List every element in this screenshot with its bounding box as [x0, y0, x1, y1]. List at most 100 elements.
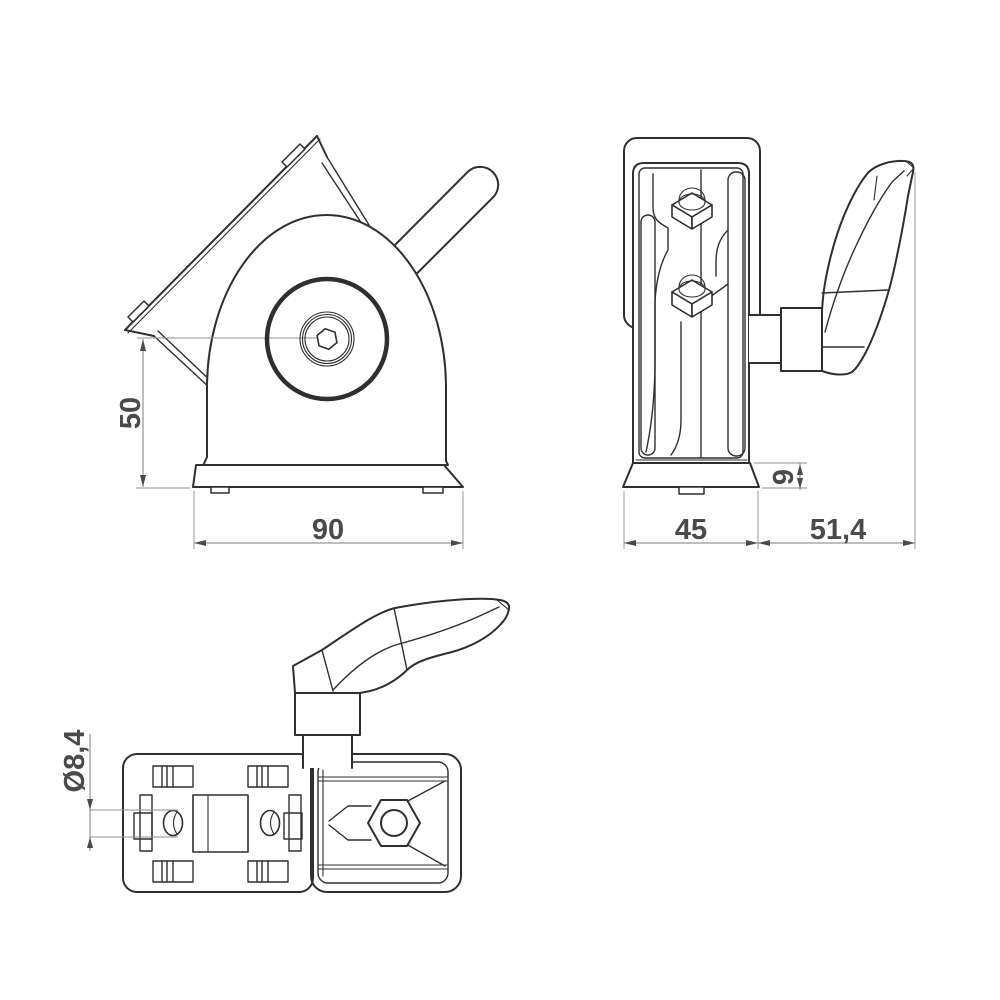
pennant-top-left: [328, 805, 372, 822]
lever-tip-bevel: [906, 162, 915, 177]
plate-upper-return-inner: [321, 162, 365, 228]
base-plate-bottom: [122, 753, 314, 893]
plate-tab-upper: [281, 143, 306, 168]
lever-shaft-side: [749, 315, 781, 363]
lever-handle-side: [821, 159, 915, 376]
pennant-bottom-left: [328, 824, 372, 841]
lever-tip-facet: [873, 175, 878, 201]
plate-tab-lower: [127, 300, 150, 323]
dimension-45: 45: [623, 491, 759, 549]
arrow-left: [194, 540, 206, 546]
base-front: [192, 464, 464, 488]
slot-group-bottom-left: [152, 860, 194, 883]
edge-tab-left-tall: [139, 794, 153, 852]
lever-handle-front: [380, 165, 500, 285]
contour-mid-lower: [670, 321, 682, 456]
nut-boss-base: [678, 193, 706, 211]
contour-left: [645, 173, 669, 453]
center-square: [192, 794, 249, 853]
base-plate-details: [133, 765, 303, 883]
bolt-ring-3: [304, 316, 350, 362]
body-bottom-details: [317, 761, 449, 884]
inner-outline: [317, 761, 449, 884]
lever-shaft-bottom: [303, 735, 352, 768]
dimension-90: 90: [193, 491, 464, 549]
bolt-ring-1: [299, 311, 355, 367]
lever-inner-curve: [332, 606, 500, 691]
lever-handle-bottom: [292, 597, 511, 694]
slot-group-top-right: [247, 765, 289, 788]
plate-lower-return: [153, 335, 212, 390]
edge-tab-right-wide: [283, 812, 303, 840]
arrow-down: [797, 478, 803, 489]
front-view: 50 90: [115, 135, 500, 549]
pivot-bolt: [264, 276, 390, 402]
arrow-left: [624, 540, 636, 546]
base-side: [622, 462, 760, 488]
dim-text-90: 90: [312, 514, 344, 546]
hex-nut-bore: [380, 809, 408, 837]
arrow-left: [758, 540, 770, 546]
side-view: 9 45 51,4: [622, 137, 916, 549]
arrow-right: [451, 540, 463, 546]
arrow-up: [797, 464, 803, 475]
nut-right-face: [691, 291, 713, 318]
lever-boss-bottom: [294, 692, 361, 736]
lever-inner-curve: [824, 170, 905, 333]
lever-neck-facet: [321, 649, 334, 692]
nut-right-face: [691, 204, 713, 230]
edge-tab-left-wide: [133, 812, 153, 840]
dim-text-51-4: 51,4: [810, 514, 866, 546]
dim-text-45: 45: [675, 514, 707, 546]
contour-right-upper: [715, 229, 729, 277]
dimension-51-4: 51,4: [758, 172, 916, 549]
dim-text-50: 50: [115, 397, 147, 429]
plate-edge: [124, 135, 318, 331]
mount-hole-right: [259, 809, 281, 837]
body-dome: [202, 214, 449, 467]
plate-point: [124, 329, 155, 337]
body-bottom: [310, 753, 462, 893]
dim-text-8-4: Ø8,4: [59, 730, 91, 793]
bolt-ring-2: [301, 313, 353, 365]
arrow-right: [903, 540, 915, 546]
contour-diagonal: [709, 283, 729, 298]
lever-boss-side: [780, 307, 823, 372]
arrow-down: [87, 799, 93, 810]
bottom-view: Ø8,4: [59, 597, 511, 893]
lever-facet-upper: [821, 289, 889, 294]
arrow-up: [140, 339, 146, 351]
t-nut-upper: [671, 187, 713, 230]
arrow-down: [140, 475, 146, 487]
plate-edge-inner: [127, 138, 321, 334]
clamp-lever-side: [748, 159, 915, 376]
lever-mid-facet: [393, 607, 408, 671]
nut-boss-base: [678, 280, 706, 298]
dimension-50: 50: [115, 339, 190, 489]
plate-lower-return-inner: [157, 330, 215, 385]
nut-boss-dome: [678, 274, 706, 288]
arrow-up: [87, 837, 93, 848]
hex-socket: [316, 327, 338, 351]
chevron-top-right: [405, 780, 446, 803]
base-foot-side: [678, 486, 705, 495]
inner-outline: [638, 167, 744, 459]
clamp-lever-bottom: [292, 597, 511, 769]
base-foot-left: [210, 486, 230, 494]
body-side-interior: [638, 167, 746, 459]
edge-tab-right-tall: [288, 794, 302, 852]
arrow-right: [746, 540, 758, 546]
mount-hole-left: [162, 809, 184, 837]
dim-text-9: 9: [768, 469, 800, 485]
mount-hole-left-crescent: [172, 811, 178, 835]
plate-upper-return: [326, 156, 370, 226]
chevron-bottom-right: [405, 843, 446, 867]
lever-tip-facet: [496, 599, 510, 611]
plate-tip-bevel: [316, 135, 328, 158]
base-foot-right: [422, 486, 444, 494]
slot-group-bottom-right: [247, 860, 289, 883]
pivot-ring: [264, 276, 390, 402]
mount-hole-right-crescent: [269, 811, 275, 835]
